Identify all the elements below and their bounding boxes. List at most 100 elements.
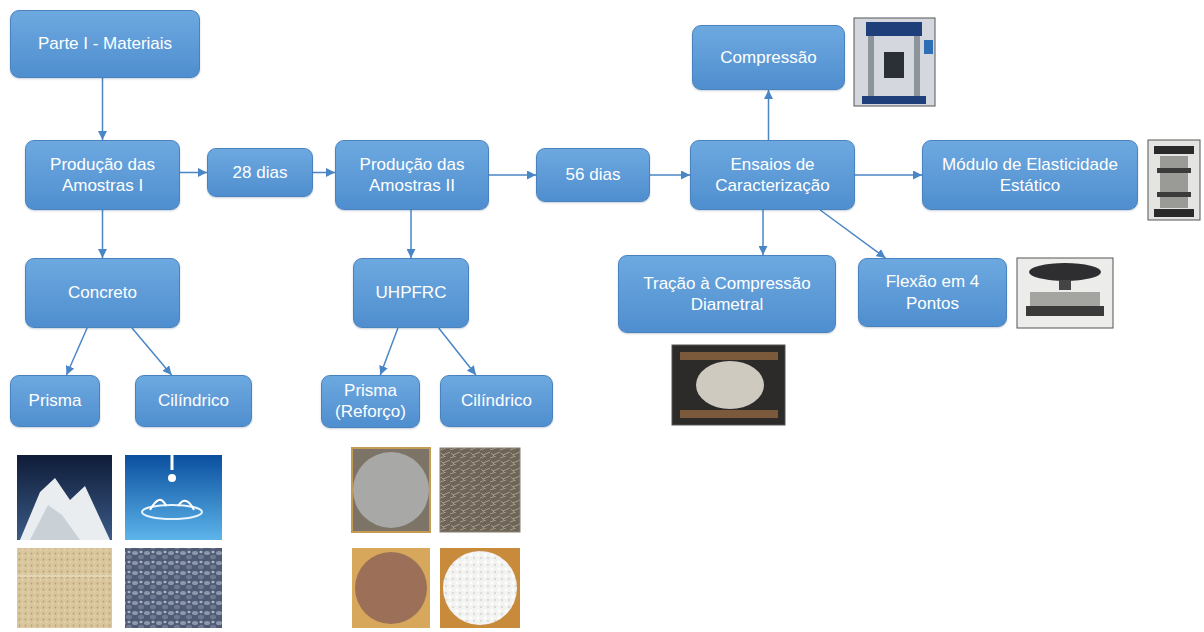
process-box: Concreto [25, 258, 180, 328]
flow-arrow [855, 174, 922, 176]
box-label: Cilíndrico [158, 390, 229, 411]
box-label: 56 dias [566, 164, 621, 185]
loading-head [1029, 263, 1101, 281]
brown-powder [355, 552, 427, 624]
process-box: Produção das Amostras I [25, 140, 180, 210]
box-label: Ensaios de Caracterização [699, 154, 846, 197]
flow-arrow [380, 328, 398, 375]
photo-ground [1148, 140, 1200, 220]
flow-arrow [439, 328, 476, 375]
process-box: Flexão em 4 Pontos [858, 258, 1007, 327]
photo-ground [1017, 258, 1113, 328]
box-label: Compressão [720, 47, 816, 68]
photo-frame [352, 548, 430, 628]
process-box: 56 dias [536, 148, 650, 202]
box-label: Cilíndrico [461, 390, 532, 411]
cylinder-specimen [1160, 156, 1188, 208]
process-box: 28 dias [207, 148, 313, 197]
box-label: UHPFRC [376, 282, 447, 303]
process-box: Compressão [692, 25, 845, 90]
process-box: Prisma [10, 375, 100, 427]
box-label: Prisma (Reforço) [330, 380, 411, 423]
fiber-photo [440, 448, 520, 532]
process-box: Ensaios de Caracterização [690, 140, 855, 210]
process-box: Produção das Amostras II [335, 140, 489, 210]
process-box: Tração à Compressão Diametral [618, 255, 836, 333]
cylinder-specimen [696, 361, 764, 409]
gravel-photo [125, 548, 222, 628]
photo-ground [125, 455, 222, 540]
box-label: 28 dias [233, 162, 288, 183]
flow-arrow [313, 172, 335, 174]
box-label: Módulo de Elasticidade Estático [931, 154, 1129, 197]
process-box: Cilíndrico [440, 375, 553, 427]
flow-arrow [410, 210, 412, 258]
box-label: Produção das Amostras I [34, 154, 171, 197]
modulus-test-photo [1148, 140, 1200, 220]
machine-column [914, 36, 920, 100]
white-powder-photo [440, 548, 520, 628]
box-label: Concreto [68, 282, 137, 303]
loading-plate [1154, 209, 1194, 217]
gravel-texture [125, 548, 222, 628]
prism-specimen [1030, 292, 1100, 306]
upper-plate [680, 352, 778, 360]
flow-arrow [102, 78, 104, 140]
process-box: Cilíndrico [135, 375, 252, 427]
split-tension-photo [672, 345, 785, 425]
flow-arrow [489, 174, 536, 176]
box-label: Produção das Amostras II [344, 154, 480, 197]
photo-ground [17, 455, 112, 540]
machine-base [862, 96, 926, 104]
sand-texture [17, 548, 112, 628]
process-box: Módulo de Elasticidade Estático [922, 140, 1138, 210]
photo-frame [352, 448, 430, 532]
steel-fibers [440, 448, 520, 532]
strain-ring [1157, 168, 1191, 173]
compression-machine-photo [854, 18, 935, 106]
flow-arrow [102, 210, 104, 258]
box-label: Tração à Compressão Diametral [627, 273, 827, 316]
powder-pile [20, 478, 110, 540]
loading-rod [1059, 280, 1071, 290]
strain-ring [1157, 192, 1191, 197]
box-label: Parte I - Materiais [38, 33, 172, 54]
white-powder [443, 551, 517, 625]
flow-arrow [820, 210, 885, 258]
flexure-test-photo [1017, 258, 1113, 328]
powder-shadow [30, 505, 80, 540]
flow-arrow [650, 174, 690, 176]
box-label: Prisma [29, 390, 82, 411]
water-photo [125, 455, 222, 540]
water-stream [171, 455, 174, 470]
support-base [1026, 306, 1104, 316]
flow-arrow [180, 172, 207, 174]
machine-display [924, 40, 933, 54]
process-box: Prisma (Reforço) [321, 375, 420, 428]
photo-ground [854, 18, 935, 106]
machine-platen [884, 52, 904, 78]
machine-crosshead [866, 22, 922, 36]
brown-powder-photo [352, 548, 430, 628]
uhpfrc-powder-photo [352, 448, 430, 532]
cement-photo [17, 455, 112, 540]
flow-arrow [66, 328, 87, 375]
water-drop [168, 474, 176, 482]
grey-powder [353, 452, 429, 528]
flow-arrow [132, 328, 172, 375]
sand-photo [17, 548, 112, 628]
process-box: Parte I - Materiais [10, 10, 200, 78]
photo-frame [440, 548, 520, 628]
lower-plate [680, 410, 778, 418]
machine-column [868, 36, 874, 100]
flow-arrow [768, 90, 770, 140]
water-splash [150, 500, 194, 510]
photo-seam [17, 576, 112, 577]
loading-plate [1154, 146, 1194, 154]
process-box: UHPFRC [353, 258, 469, 328]
connector-group [66, 78, 922, 375]
